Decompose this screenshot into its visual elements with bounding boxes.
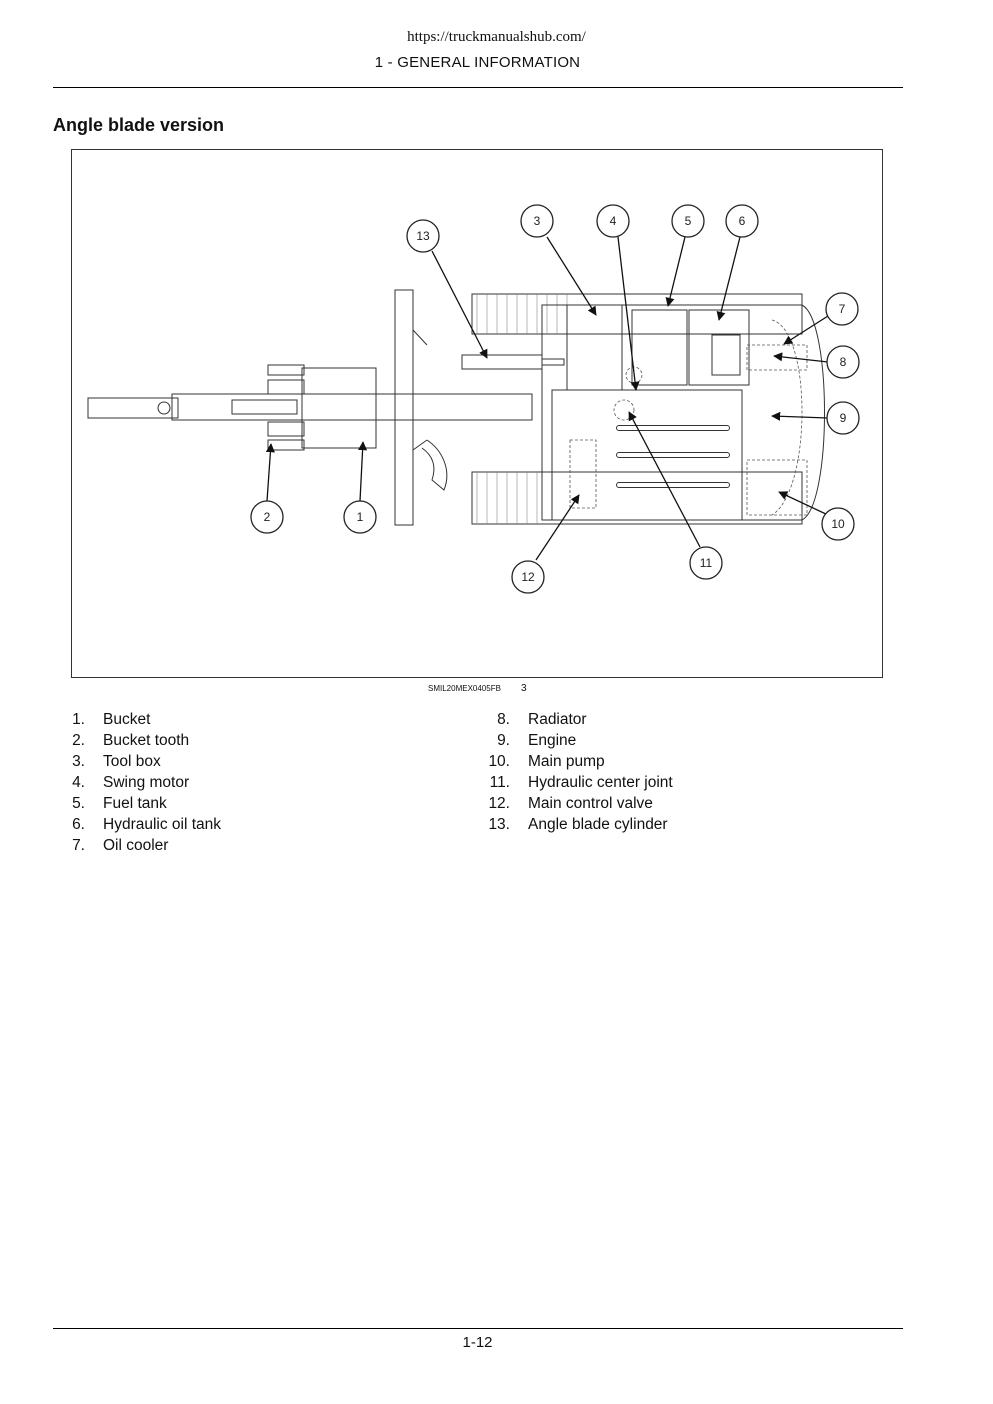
legend-label: Hydraulic center joint (528, 774, 673, 791)
legend-label: Engine (528, 732, 577, 749)
callout-12-label: 12 (521, 570, 535, 584)
callout-5-label: 5 (685, 214, 692, 228)
legend-number: 11. (489, 774, 510, 791)
callout-1-label: 1 (357, 510, 364, 524)
callout-2-label: 2 (264, 510, 271, 524)
page-number: 1-12 (462, 1334, 493, 1351)
figure-reference-code: SMIL20MEX0405FB (428, 684, 501, 693)
callout-8: 8 (826, 345, 860, 379)
legend-label: Tool box (103, 753, 161, 770)
callout-5: 5 (671, 204, 705, 238)
legend-item: 4. Swing motor (53, 772, 221, 793)
legend-number: 7. (72, 837, 85, 854)
legend-number: 1. (72, 711, 85, 728)
legend-number: 5. (72, 795, 85, 812)
callout-13-label: 13 (416, 229, 430, 243)
legend-number: 4. (72, 774, 85, 791)
legend-item: 1. Bucket (53, 709, 221, 730)
callout-8-label: 8 (840, 355, 847, 369)
legend-item: 3. Tool box (53, 751, 221, 772)
legend-label: Angle blade cylinder (528, 816, 668, 833)
callout-6: 6 (725, 204, 759, 238)
callout-2: 2 (250, 500, 284, 534)
callout-12: 12 (511, 560, 545, 594)
legend-label: Radiator (528, 711, 587, 728)
legend-number: 13. (488, 816, 510, 833)
legend-item: 12. Main control valve (478, 793, 673, 814)
callout-10: 10 (821, 507, 855, 541)
legend-item: 9. Engine (478, 730, 673, 751)
footer-divider (53, 1328, 903, 1329)
callout-4-label: 4 (610, 214, 617, 228)
callout-6-label: 6 (739, 214, 746, 228)
chapter-heading: 1 - GENERAL INFORMATION (374, 54, 581, 71)
legend-item: 2. Bucket tooth (53, 730, 221, 751)
track-bottom (471, 471, 803, 525)
legend-item: 10. Main pump (478, 751, 673, 772)
angle-blade-cylinder-shape (461, 354, 543, 370)
legend-label: Oil cooler (103, 837, 169, 854)
legend-item: 7. Oil cooler (53, 835, 221, 856)
legend-label: Fuel tank (103, 795, 167, 812)
bucket-shape (267, 364, 377, 451)
legend-number: 9. (497, 732, 510, 749)
callout-1: 1 (343, 500, 377, 534)
legend-label: Main pump (528, 753, 605, 770)
legend-item: 11. Hydraulic center joint (478, 772, 673, 793)
legend-item: 13. Angle blade cylinder (478, 814, 673, 835)
angle-blade (394, 289, 448, 526)
callout-3-label: 3 (534, 214, 541, 228)
callout-7-label: 7 (839, 302, 846, 316)
legend-right-column: 8. Radiator 9. Engine 10. Main pump 11. Hydr… (478, 709, 673, 835)
boom-arm (87, 393, 533, 421)
callout-4: 4 (596, 204, 630, 238)
legend-item: 8. Radiator (478, 709, 673, 730)
figure-number: 3 (521, 683, 527, 694)
legend-label: Main control valve (528, 795, 653, 812)
legend-number: 3. (72, 753, 85, 770)
callout-3: 3 (520, 204, 554, 238)
callout-7: 7 (825, 292, 859, 326)
upper-structure (541, 304, 825, 521)
legend-number: 10. (488, 753, 510, 770)
section-title: Angle blade version (53, 115, 225, 135)
legend-label: Bucket tooth (103, 732, 190, 749)
callout-11: 11 (689, 546, 723, 580)
legend-number: 2. (72, 732, 85, 749)
callout-10-label: 10 (831, 517, 845, 531)
callout-9: 9 (826, 401, 860, 435)
legend-number: 6. (72, 816, 85, 833)
source-url[interactable]: https://truckmanualshub.com/ (407, 29, 586, 45)
legend-number: 12. (488, 795, 510, 812)
header-divider (53, 87, 903, 88)
legend-number: 8. (497, 711, 510, 728)
legend-left-column: 1. Bucket 2. Bucket tooth 3. Tool box 4. Swi… (53, 709, 221, 856)
excavator-top-view-diagram: 1 2 3 4 5 6 7 8 9 10 11 12 13 (71, 149, 883, 678)
legend-label: Swing motor (103, 774, 190, 791)
legend-label: Hydraulic oil tank (103, 816, 222, 833)
callout-9-label: 9 (840, 411, 847, 425)
legend-item: 6. Hydraulic oil tank (53, 814, 221, 835)
callout-13: 13 (406, 219, 440, 253)
legend-item: 5. Fuel tank (53, 793, 221, 814)
track-top (471, 293, 803, 335)
legend-label: Bucket (103, 711, 151, 728)
callout-11-label: 11 (700, 556, 713, 570)
